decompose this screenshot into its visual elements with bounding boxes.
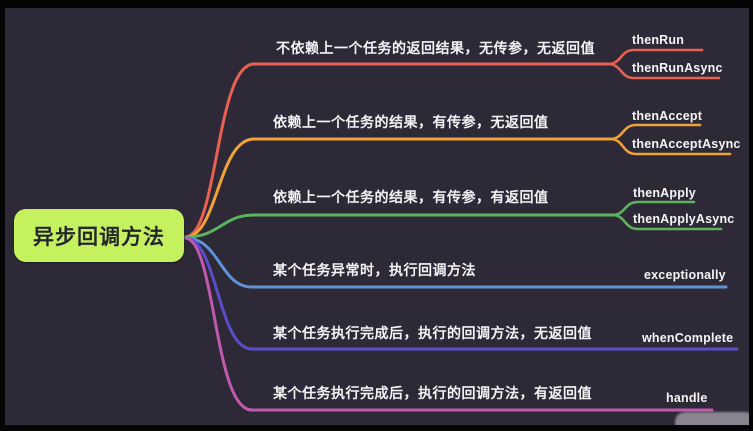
method-label-when-complete: whenComplete [642, 331, 734, 345]
method-label-then-run: thenRun [632, 33, 685, 47]
root-topic-label: 异步回调方法 [33, 225, 165, 249]
method-label-then-apply-async: thenApplyAsync [633, 212, 735, 226]
branch-2-description: 依赖上一个任务的结果，有传参，无返回值 [273, 114, 549, 130]
branch-6-line [184, 236, 714, 412]
method-label-then-accept: thenAccept [632, 109, 703, 123]
branch-1-description: 不依赖上一个任务的返回结果，无传参，无返回值 [276, 40, 595, 56]
branch-1-line [184, 62, 610, 239]
branch-5-description: 某个任务执行完成后，执行的回调方法，无返回值 [273, 325, 592, 341]
method-label-then-run-async: thenRunAsync [632, 61, 723, 75]
branch-3-line [184, 213, 614, 239]
branch-3-fork-bottom-line [610, 213, 723, 231]
branch-3-description: 依赖上一个任务的结果，有传参，有返回值 [273, 189, 549, 205]
method-label-exceptionally: exceptionally [644, 268, 726, 282]
branch-2-line [184, 137, 612, 239]
root-topic-node: 异步回调方法 [14, 209, 184, 262]
method-label-then-accept-async: thenAcceptAsync [632, 137, 741, 151]
branch-1-fork-bottom-line [606, 62, 721, 80]
method-label-then-apply: thenApply [633, 186, 696, 200]
branch-4-description: 某个任务异常时，执行回调方法 [273, 262, 476, 278]
branch-6-description: 某个任务执行完成后，执行的回调方法，有返回值 [273, 385, 592, 401]
branch-4-line [184, 236, 728, 289]
branch-2-fork-bottom-line [608, 137, 732, 156]
method-label-handle: handle [666, 391, 708, 405]
watermark-blur [675, 412, 749, 425]
branch-5-line [184, 236, 739, 351]
